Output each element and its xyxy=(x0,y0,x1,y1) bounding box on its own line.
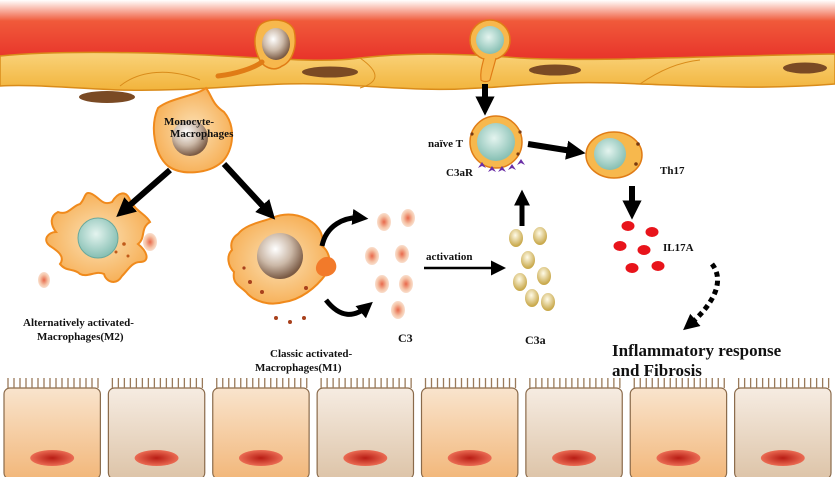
endothelium-layer xyxy=(0,51,835,103)
epithelial-cell xyxy=(420,378,519,477)
arrow-icon xyxy=(221,161,276,220)
epithelial-nucleus xyxy=(552,450,597,466)
m1-macrophage-cell xyxy=(227,213,337,324)
monocyte-label-line2: Macrophages xyxy=(170,128,234,140)
th17-label: Th17 xyxy=(660,165,685,177)
epithelial-nucleus xyxy=(134,450,179,466)
il17a-particles xyxy=(613,221,665,273)
m2-secreted-particles xyxy=(38,233,157,288)
epithelial-nucleus xyxy=(30,450,75,466)
epithelial-cell xyxy=(525,378,623,477)
epithelial-cell xyxy=(629,378,728,477)
outcome-label-line2: and Fibrosis xyxy=(612,361,702,380)
arrow-icon xyxy=(324,298,373,319)
extravasating-monocyte xyxy=(215,19,296,79)
m2-label-line2: Macrophages(M2) xyxy=(37,331,124,343)
c3a-particles xyxy=(509,227,555,311)
activation-label: activation xyxy=(426,251,472,263)
epithelial-cell xyxy=(3,378,101,477)
c3-particles xyxy=(365,209,415,319)
epithelial-cell xyxy=(316,378,415,477)
c3a-label: C3a xyxy=(525,333,546,347)
arrow-icon xyxy=(319,208,369,247)
epithelial-nucleus xyxy=(238,450,283,466)
extravasating-t-cell xyxy=(469,19,511,83)
epithelial-cell xyxy=(734,378,832,477)
epithelial-nucleus xyxy=(447,450,492,466)
m1-label-line1: Classic activated- xyxy=(270,348,353,360)
epithelium-layer xyxy=(3,378,832,477)
arrow-icon xyxy=(527,140,586,160)
dotted-arrow-icon xyxy=(683,262,721,331)
outcome-label-line1: Inflammatory response xyxy=(612,341,782,360)
naive-t-label: naïve T xyxy=(428,138,464,150)
m2-macrophage-cell xyxy=(45,192,152,283)
m1-label-line2: Macrophages(M1) xyxy=(255,362,342,374)
blood-vessel xyxy=(0,0,835,60)
m2-label-line1: Alternatively activated- xyxy=(23,317,134,329)
epithelial-nucleus xyxy=(656,450,701,466)
il17a-label: IL17A xyxy=(663,242,694,254)
c3-label: C3 xyxy=(398,331,413,345)
pathway-arrows xyxy=(116,84,721,331)
naive-t-cell xyxy=(469,115,523,169)
monocyte-macrophage-cell xyxy=(152,86,233,174)
epithelial-nucleus xyxy=(760,450,805,466)
epithelial-cell xyxy=(212,378,310,477)
c3ar-receptors xyxy=(478,159,525,172)
arrow-icon xyxy=(116,167,172,218)
th17-cell xyxy=(585,131,643,179)
epithelial-nucleus xyxy=(343,450,388,466)
monocyte-label-line1: Monocyte- xyxy=(164,116,214,128)
c3ar-label: C3aR xyxy=(446,167,474,179)
epithelial-cell xyxy=(107,378,206,477)
